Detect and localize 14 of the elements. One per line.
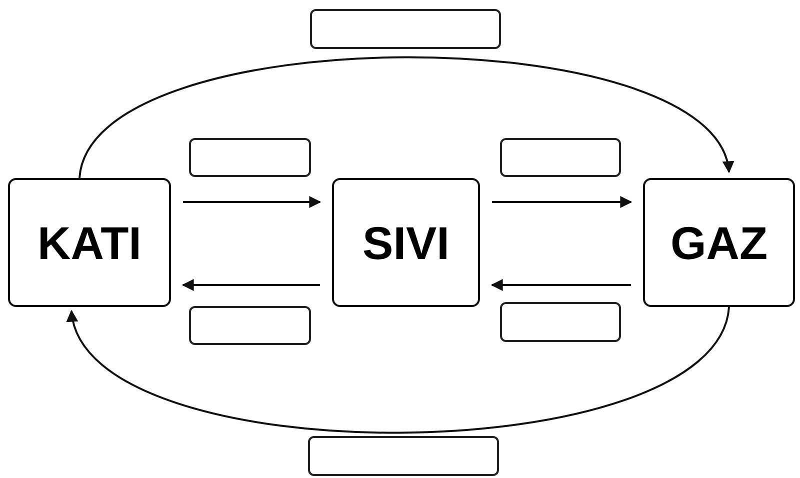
state-box [332,178,480,307]
blank-box [310,9,501,49]
blank-box [308,436,499,476]
blank-box [500,302,621,342]
state-label: GAZ [670,220,768,266]
state-box [643,178,795,307]
blank-box [189,306,311,345]
arrow [492,196,632,208]
state-box [8,178,171,307]
arrow [183,196,322,208]
state-label: KATI [38,220,142,266]
state-label: SIVI [362,220,450,266]
arrow [182,279,320,291]
arrow [490,279,631,291]
